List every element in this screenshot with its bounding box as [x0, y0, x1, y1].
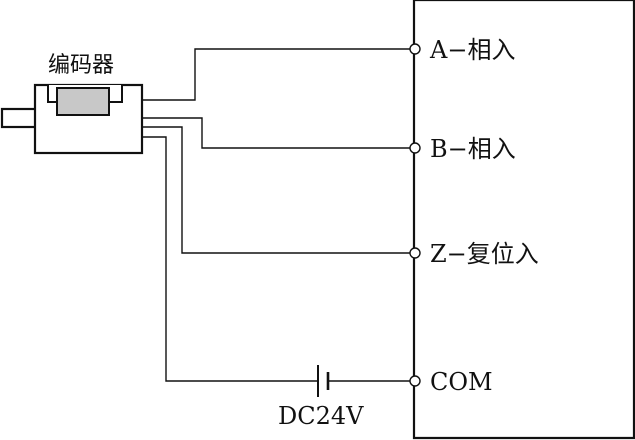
terminal-b-label: B−相入: [430, 135, 516, 163]
terminal-a: [409, 43, 421, 55]
terminal-b: [409, 142, 421, 154]
encoder-shaft: [0, 107, 38, 129]
terminal-z: [409, 247, 421, 259]
wire-com: [142, 136, 318, 382]
terminal-com-label: COM: [430, 368, 493, 396]
terminal-z-label: Z−复位入: [430, 240, 539, 268]
wire-b-phase: [142, 117, 410, 149]
wire-z-reset: [142, 126, 410, 254]
terminal-a-label: A−相入: [429, 36, 515, 64]
controller-panel: [412, 0, 635, 440]
power-label: DC24V: [278, 402, 364, 430]
encoder-label: 编码器: [48, 53, 114, 78]
terminal-com: [409, 375, 421, 387]
wire-a-phase: [142, 48, 410, 101]
encoder-window: [56, 87, 110, 116]
